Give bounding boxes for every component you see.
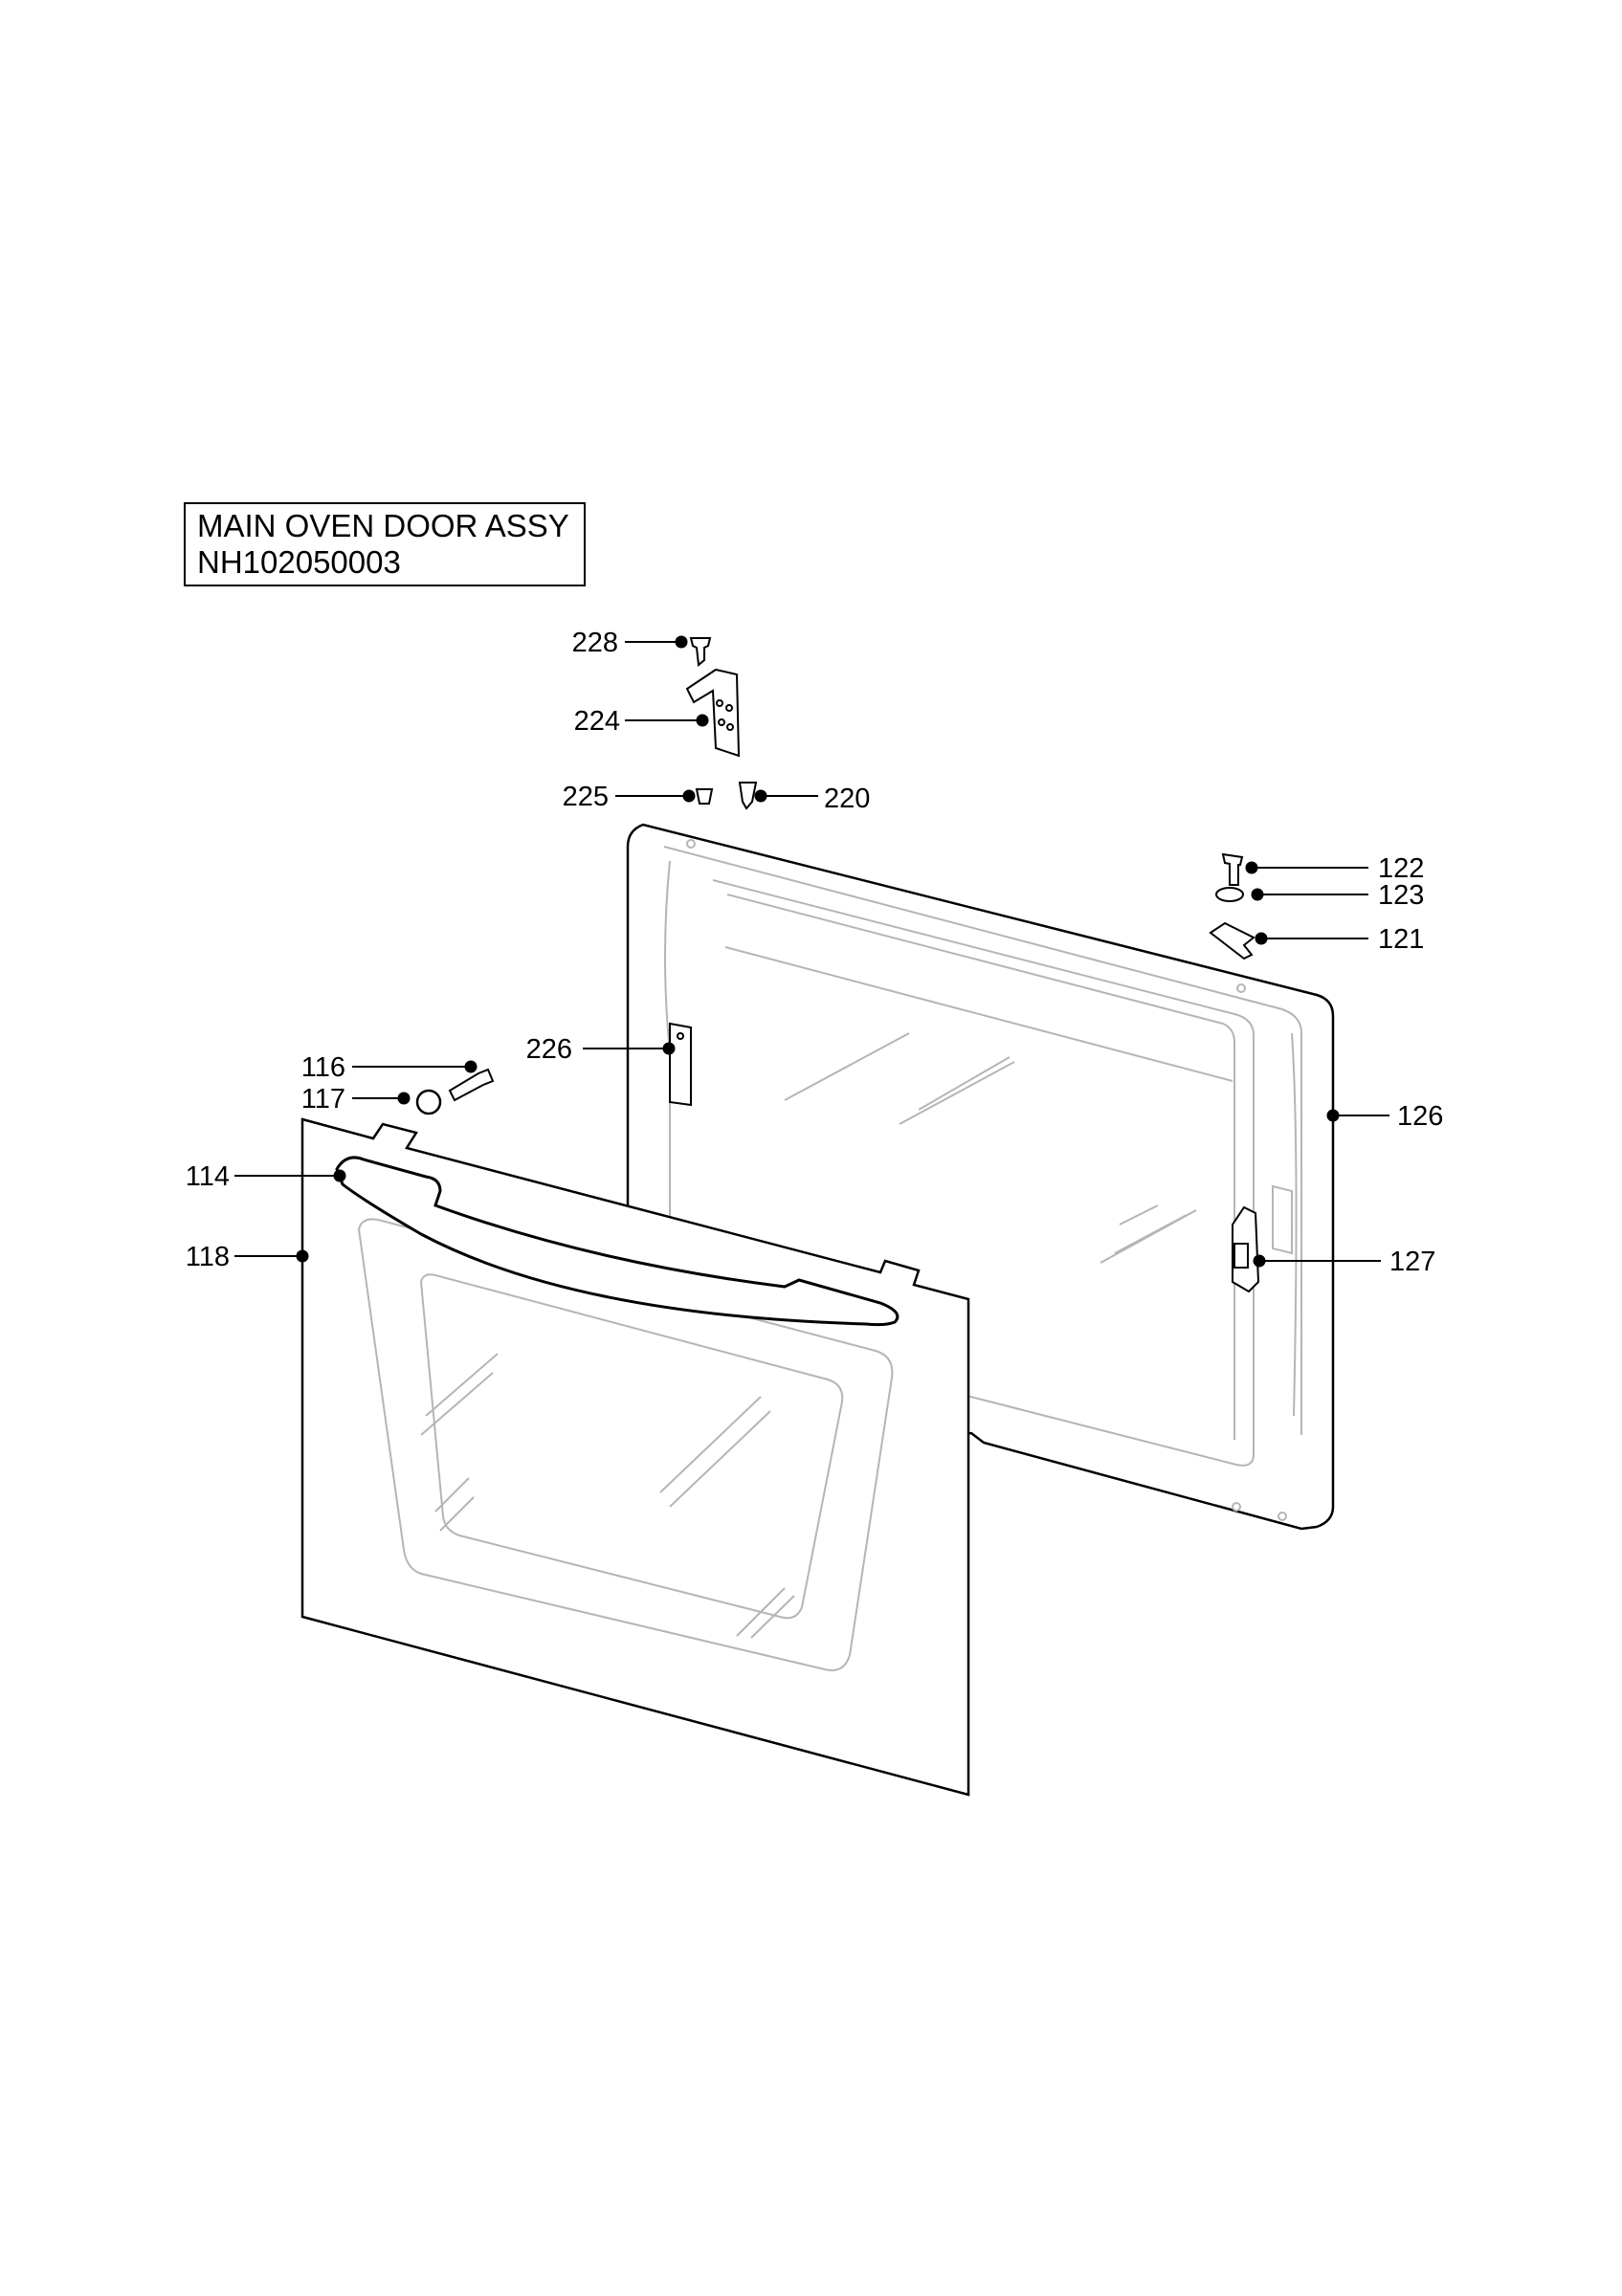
part-122-screw [1221,852,1244,886]
label-114: 114 [186,1161,230,1192]
label-116: 116 [301,1052,345,1083]
part-228-screw [689,637,712,667]
label-226: 226 [526,1034,572,1065]
label-126: 126 [1397,1101,1443,1132]
diagram-title: MAIN OVEN DOOR ASSY [197,508,569,543]
label-123: 123 [1378,880,1424,911]
part-224-bracket [685,668,741,758]
diagram-title-box: MAIN OVEN DOOR ASSY NH102050003 [184,502,586,586]
part-127-hinge-receiver [1232,1205,1260,1293]
label-118: 118 [186,1242,230,1272]
label-228: 228 [572,628,618,658]
part-226-hinge-slot [669,1022,692,1107]
outer-door-glass [357,1218,894,1671]
label-117: 117 [301,1084,345,1115]
part-116-screw [448,1068,495,1102]
label-122: 122 [1378,853,1424,884]
label-121: 121 [1378,924,1424,955]
leader-lines [234,635,1389,1268]
part-225-clip [695,788,714,805]
inner-door-inner-details [663,839,1302,1521]
door-handle [335,1156,900,1327]
part-labels: 228 224 225 220 122 123 121 226 126 116 … [186,628,1444,1277]
part-220-plug [738,782,758,810]
part-117-washer [415,1089,442,1115]
diagram-part-number: NH102050003 [197,544,401,580]
part-123-washer [1215,887,1244,902]
label-224: 224 [574,706,620,737]
label-225: 225 [563,782,609,812]
label-220: 220 [824,784,870,814]
label-127: 127 [1389,1247,1435,1277]
part-121-clip [1209,921,1255,960]
